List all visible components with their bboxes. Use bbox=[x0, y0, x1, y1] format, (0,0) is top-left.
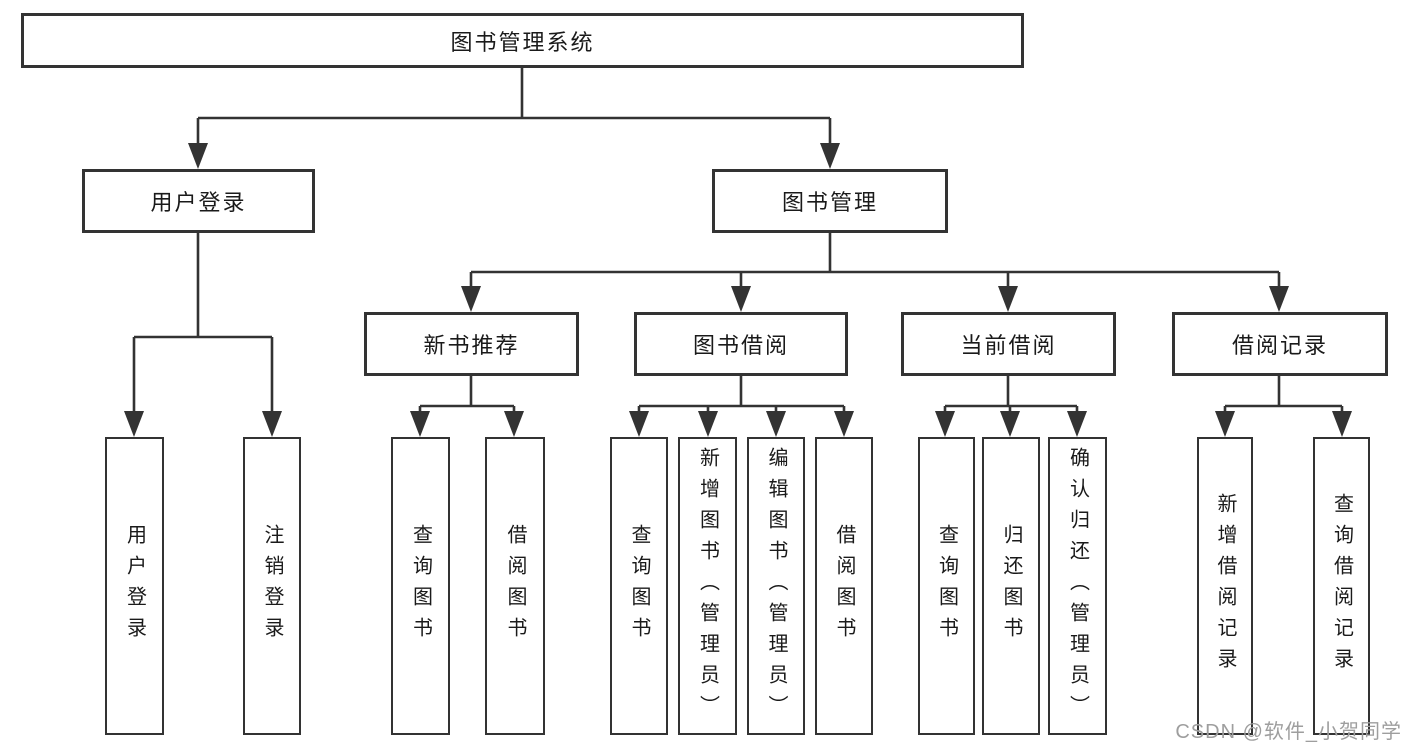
leaf-query-book-borrowing: 查询图书 bbox=[610, 437, 668, 735]
leaf-return-book: 归还图书 bbox=[982, 437, 1040, 735]
leaf-label: 借阅图书 bbox=[504, 524, 526, 648]
leaf-label: 查询图书 bbox=[409, 524, 432, 648]
node-borrowing-records: 借阅记录 bbox=[1172, 312, 1388, 376]
arrowheads bbox=[124, 143, 1352, 437]
leaf-label: 查询借阅记录 bbox=[1330, 493, 1353, 679]
leaf-user-login: 用户登录 bbox=[105, 437, 164, 735]
leaf-query-borrow-record: 查询借阅记录 bbox=[1313, 437, 1370, 735]
watermark-text: CSDN @软件_小贺同学 bbox=[1175, 721, 1402, 743]
leaf-label: 用户登录 bbox=[123, 524, 146, 648]
leaf-logout: 注销登录 bbox=[243, 437, 301, 735]
leaf-edit-book-admin: 编辑图书（管理员） bbox=[747, 437, 805, 735]
leaf-add-borrow-record: 新增借阅记录 bbox=[1197, 437, 1253, 735]
leaf-borrow-book-recommend: 借阅图书 bbox=[485, 437, 545, 735]
node-book-borrowing: 图书借阅 bbox=[634, 312, 848, 376]
node-current-borrowing: 当前借阅 bbox=[901, 312, 1116, 376]
leaf-label: 新增借阅记录 bbox=[1214, 493, 1236, 679]
leaf-confirm-return-admin: 确认归还（管理员） bbox=[1048, 437, 1107, 735]
leaf-borrow-book-borrowing: 借阅图书 bbox=[815, 437, 873, 735]
leaf-label: 确认归还（管理员） bbox=[1066, 446, 1089, 726]
leaf-label: 编辑图书（管理员） bbox=[765, 446, 787, 726]
leaf-label: 注销登录 bbox=[261, 524, 283, 648]
node-book-management: 图书管理 bbox=[712, 169, 948, 233]
node-new-book-recommend: 新书推荐 bbox=[364, 312, 579, 376]
node-library-management-system: 图书管理系统 bbox=[21, 13, 1024, 68]
leaf-label: 查询图书 bbox=[628, 524, 650, 648]
leaf-query-book-recommend: 查询图书 bbox=[391, 437, 450, 735]
leaf-add-book-admin: 新增图书（管理员） bbox=[678, 437, 737, 735]
node-user-login: 用户登录 bbox=[82, 169, 315, 233]
leaf-query-book-current: 查询图书 bbox=[918, 437, 975, 735]
leaf-label: 借阅图书 bbox=[833, 524, 855, 648]
leaf-label: 归还图书 bbox=[1000, 524, 1022, 648]
leaf-label: 新增图书（管理员） bbox=[696, 446, 719, 726]
leaf-label: 查询图书 bbox=[935, 524, 958, 648]
